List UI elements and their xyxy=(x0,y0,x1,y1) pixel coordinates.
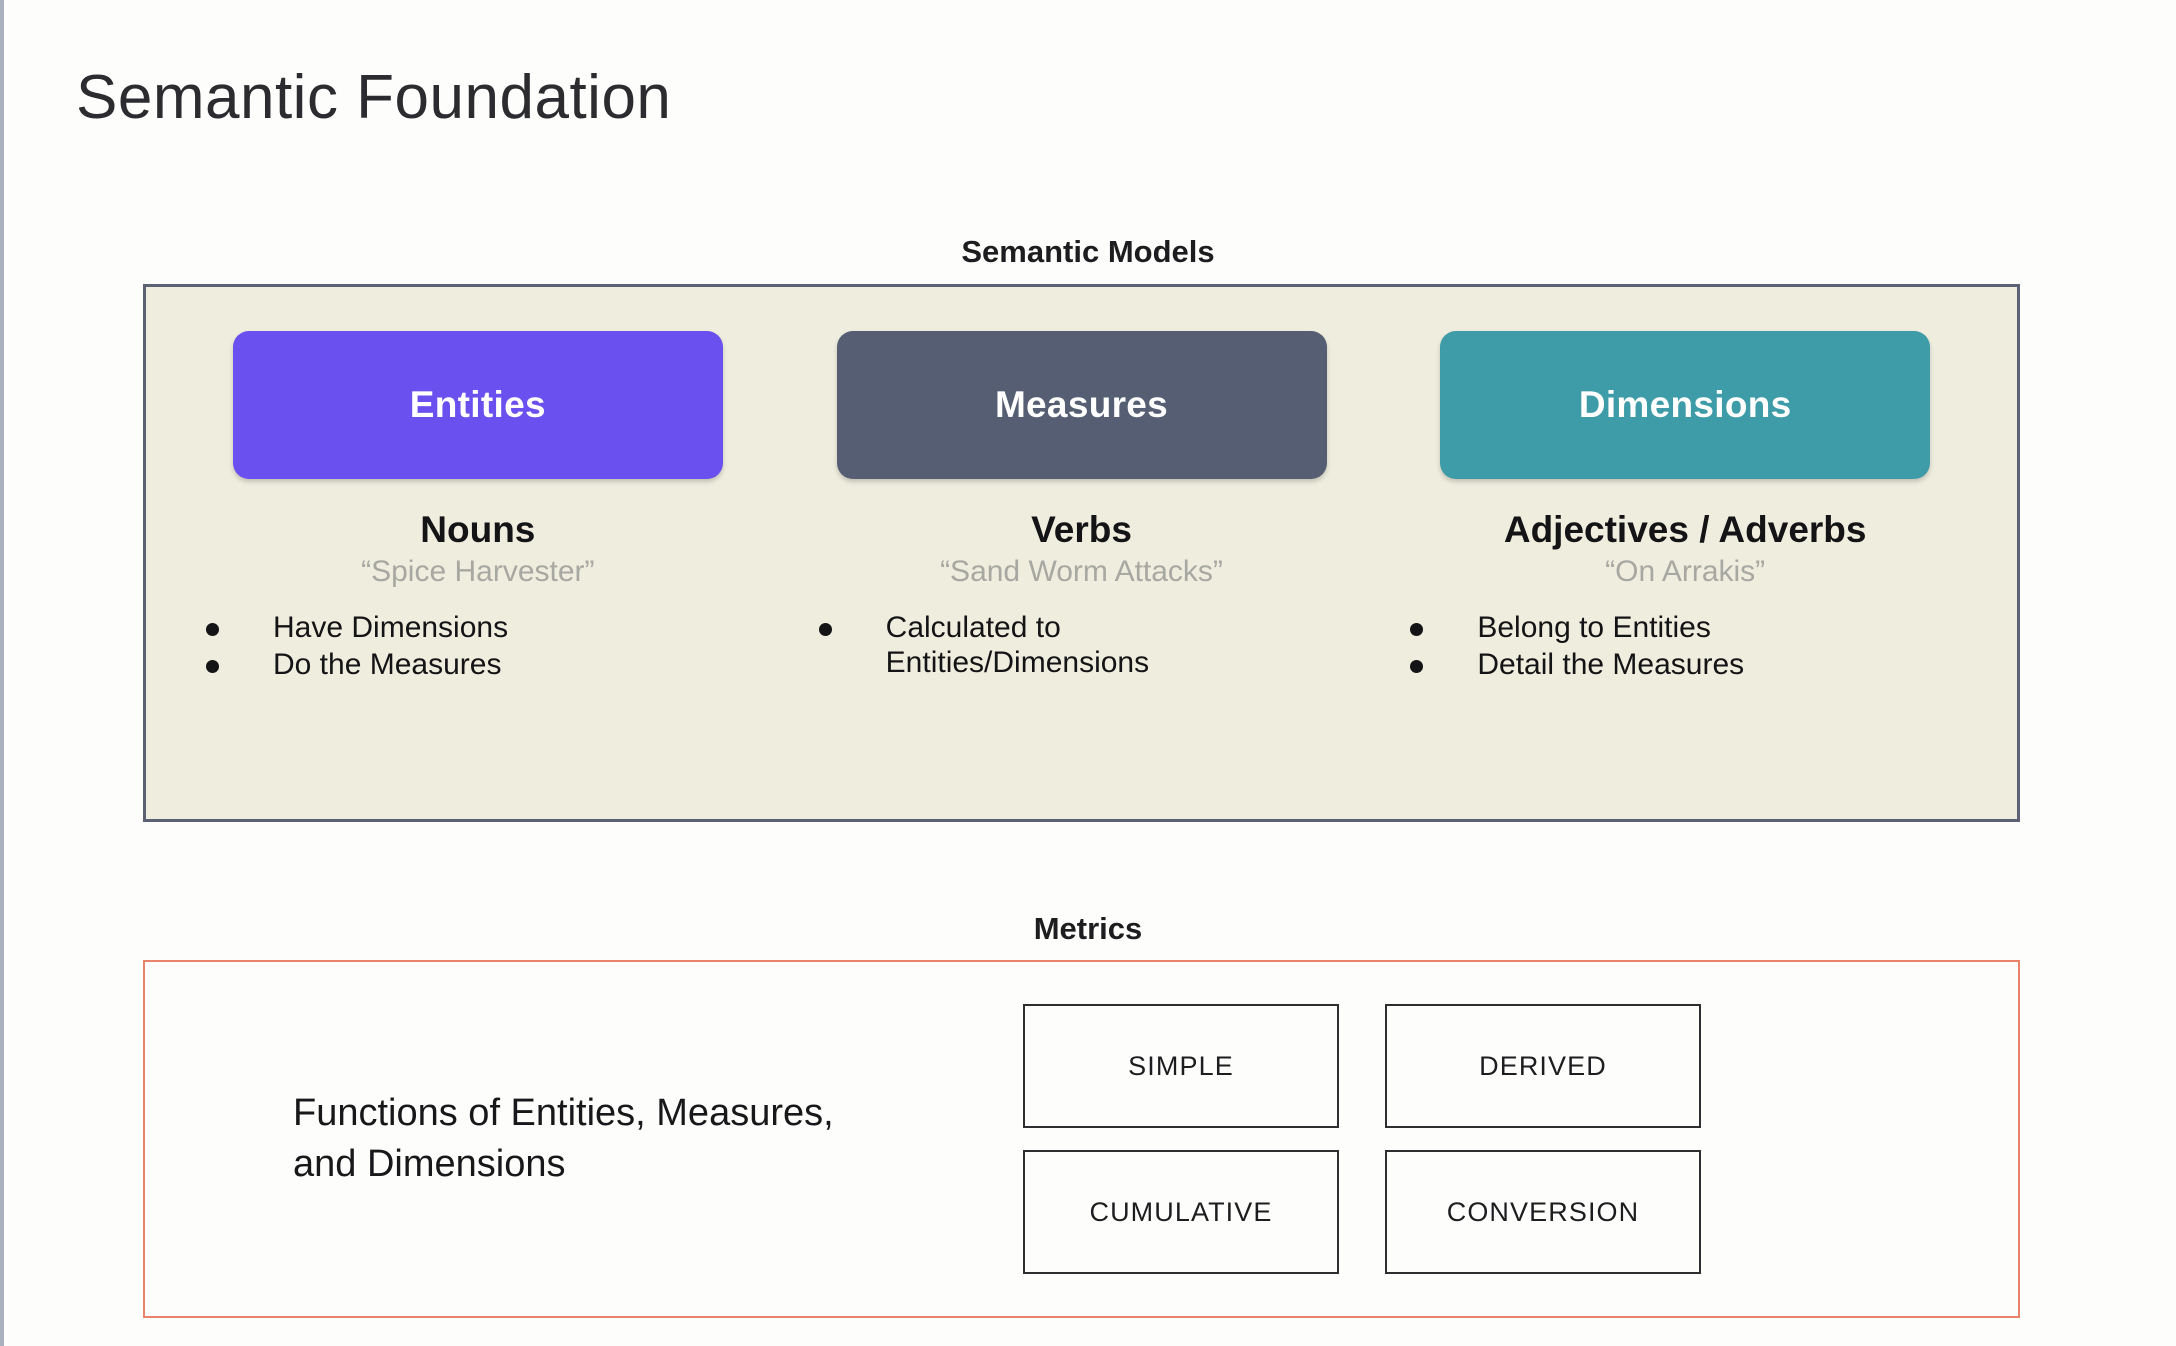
chip-entities[interactable]: Entities xyxy=(232,331,723,479)
page-title: Semantic Foundation xyxy=(76,63,672,132)
bullet-text: Do the Measures xyxy=(273,647,502,681)
bullet-list-measures: Calculated to Entities/Dimensions xyxy=(777,611,1387,683)
metrics-panel: Functions of Entities, Measures, and Dim… xyxy=(143,960,2020,1318)
metric-box-simple[interactable]: SIMPLE xyxy=(1023,1004,1339,1128)
metric-box-derived[interactable]: DERIVED xyxy=(1385,1004,1701,1128)
model-column-entities: Entities Nouns “Spice Harvester” Have Di… xyxy=(176,331,780,685)
metrics-heading: Metrics xyxy=(1033,911,1143,946)
bullet-text: Calculated to Entities/Dimensions xyxy=(885,611,1150,679)
list-item: Do the Measures xyxy=(206,648,501,683)
metric-box-cumulative[interactable]: CUMULATIVE xyxy=(1023,1150,1339,1274)
bullet-dot-icon xyxy=(1410,623,1424,636)
metric-type-grid: SIMPLE DERIVED CUMULATIVE CONVERSION xyxy=(1023,1004,1701,1274)
bullet-list-entities: Have Dimensions Do the Measures xyxy=(182,611,774,685)
metric-box-conversion[interactable]: CONVERSION xyxy=(1385,1150,1701,1274)
bullet-text: Have Dimensions xyxy=(273,611,509,644)
bullet-dot-icon xyxy=(818,623,832,636)
list-item: Have Dimensions xyxy=(206,611,508,646)
bullet-text: Belong to Entities xyxy=(1477,611,1711,644)
list-item: Detail the Measures xyxy=(1410,648,1744,683)
bullet-text: Detail the Measures xyxy=(1477,647,1745,681)
semantic-models-grid: Entities Nouns “Spice Harvester” Have Di… xyxy=(146,287,2017,819)
left-edge-rule xyxy=(0,0,4,1346)
model-column-dimensions: Dimensions Adjectives / Adverbs “On Arra… xyxy=(1383,331,1987,685)
term-entities: Nouns xyxy=(420,509,536,550)
model-column-measures: Measures Verbs “Sand Worm Attacks” Calcu… xyxy=(780,331,1384,683)
example-measures: “Sand Worm Attacks” xyxy=(940,555,1223,588)
semantic-models-panel: Entities Nouns “Spice Harvester” Have Di… xyxy=(143,284,2020,822)
term-dimensions: Adjectives / Adverbs xyxy=(1503,509,1867,550)
chip-measures[interactable]: Measures xyxy=(836,331,1327,479)
chip-dimensions[interactable]: Dimensions xyxy=(1440,331,1931,479)
example-entities: “Spice Harvester” xyxy=(361,555,595,588)
metrics-description: Functions of Entities, Measures, and Dim… xyxy=(293,1092,834,1185)
term-measures: Verbs xyxy=(1031,509,1132,550)
list-item: Belong to Entities xyxy=(1410,611,1711,646)
bullet-dot-icon xyxy=(206,623,219,636)
bullet-list-dimensions: Belong to Entities Detail the Measures xyxy=(1392,611,1978,685)
bullet-dot-icon xyxy=(206,659,219,673)
semantic-models-heading: Semantic Models xyxy=(961,234,1215,269)
bullet-dot-icon xyxy=(1410,659,1424,673)
example-dimensions: “On Arrakis” xyxy=(1605,555,1766,588)
list-item: Calculated to Entities/Dimensions xyxy=(818,611,1150,681)
